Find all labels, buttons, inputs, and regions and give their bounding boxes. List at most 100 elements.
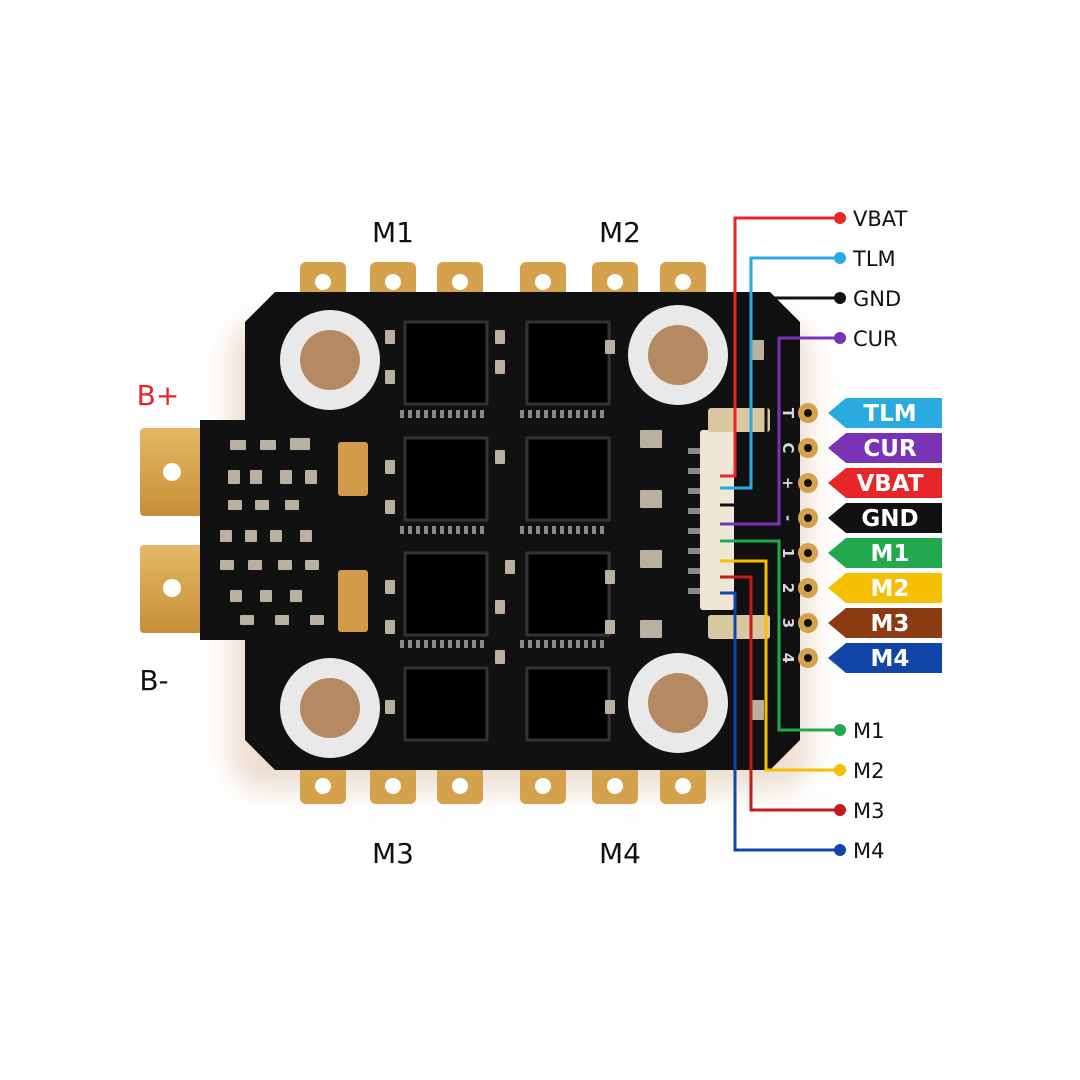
pad-tag-label-7: M4	[871, 646, 910, 672]
chip-pin	[432, 640, 436, 648]
jst-connector-latch-top	[708, 408, 770, 432]
pad-tag-1	[828, 433, 942, 463]
motor-pad-hole-bottom-1	[315, 778, 331, 794]
pin-dot-tlm	[834, 252, 846, 264]
chip-pin	[432, 410, 436, 418]
smd-part-25	[385, 330, 395, 344]
smd-part-26	[385, 370, 395, 384]
pad-tag-label-2: VBAT	[856, 471, 923, 497]
wire-m1	[720, 539, 840, 732]
chip-pin	[536, 410, 540, 418]
chip-pin	[448, 410, 452, 418]
signal-pad-silk-5: 1	[779, 548, 797, 558]
chip-pin	[568, 410, 572, 418]
battery-minus-hole	[163, 579, 181, 597]
signal-pad-hole-3	[804, 479, 812, 487]
signal-pad-silk-1: T	[779, 408, 797, 419]
smd-part-30	[385, 620, 395, 634]
pin-dot-gnd	[834, 292, 846, 304]
chip-pin	[480, 410, 484, 418]
pad-tag-label-5: M2	[871, 576, 910, 602]
chip-pin	[408, 410, 412, 418]
battery-minus-label: B-	[139, 664, 168, 697]
connector-pin	[688, 588, 702, 594]
motor-pad-hole-top-1	[315, 274, 331, 290]
pin-dot-m2	[834, 764, 846, 776]
chip-pin	[600, 640, 604, 648]
mosfet-chips	[403, 320, 611, 742]
motor-pad-hole-top-4	[535, 274, 551, 290]
chip-pin	[448, 526, 452, 534]
smd-part-10	[285, 500, 299, 510]
jst-connector-latch-bottom	[708, 615, 770, 639]
connector-pin	[688, 548, 702, 554]
chip-pin	[544, 410, 548, 418]
motor-label-top-left: M1	[372, 216, 414, 249]
chip-pin	[400, 526, 404, 534]
battery-plus-hole	[163, 463, 181, 481]
smd-part-28	[385, 500, 395, 514]
chip-pin	[584, 410, 588, 418]
smd-part-7	[305, 470, 317, 484]
chip-pin	[584, 640, 588, 648]
smd-part-6	[280, 470, 292, 484]
chip-pin	[464, 640, 468, 648]
smd-part-20	[260, 590, 272, 602]
chip-pin	[400, 410, 404, 418]
pin-dot-m3	[834, 804, 846, 816]
signal-pad-hole-4	[804, 514, 812, 522]
smd-part-14	[300, 530, 312, 542]
chip-pin	[456, 640, 460, 648]
chip-pin	[576, 526, 580, 534]
smd-part-8	[228, 500, 242, 510]
smd-part-43	[640, 490, 662, 508]
smd-part-2	[260, 440, 276, 450]
pad-tag-3	[828, 503, 942, 533]
battery-pads	[140, 428, 202, 633]
connector-pin	[688, 448, 702, 454]
pad-tag-label-1: CUR	[863, 436, 917, 462]
smd-components	[220, 330, 764, 720]
pcb-board	[200, 292, 800, 770]
chip-pin	[568, 526, 572, 534]
signal-pad-hole-8	[804, 654, 812, 662]
wire-m4	[720, 591, 840, 852]
battery-plus-label: B+	[137, 379, 180, 412]
chip-pin	[408, 526, 412, 534]
connector-pin	[688, 528, 702, 534]
motor-pad-hole-top-6	[675, 274, 691, 290]
smd-part-11	[220, 530, 232, 542]
smd-part-22	[240, 615, 254, 625]
chip-pin	[424, 410, 428, 418]
pin-dot-vbat	[834, 212, 846, 224]
pin-label-5: M2	[853, 759, 884, 783]
chip-pin	[600, 410, 604, 418]
signal-pad-hole-5	[804, 549, 812, 557]
signal-pad-hole-1	[804, 409, 812, 417]
mount-hole-top-right-inner	[648, 325, 708, 385]
chip-pin	[456, 410, 460, 418]
chip-4	[525, 436, 611, 522]
motor-pad-hole-bottom-5	[607, 778, 623, 794]
chip-pin	[576, 410, 580, 418]
chip-pin	[472, 410, 476, 418]
mount-hole-bottom-left-inner	[300, 678, 360, 738]
signal-pad-silk-4: -	[779, 515, 797, 521]
motor-pads-bottom	[300, 762, 706, 804]
chip-7	[403, 666, 489, 742]
signal-pad-hole-7	[804, 619, 812, 627]
chip-pin	[552, 526, 556, 534]
chip-pin	[552, 410, 556, 418]
motor-pad-hole-bottom-4	[535, 778, 551, 794]
wire-m2	[720, 559, 840, 772]
pin-dot-m4	[834, 844, 846, 856]
pad-tag-label-3: GND	[861, 506, 918, 532]
signal-pad-hole-2	[804, 444, 812, 452]
pin-dot-cur	[834, 332, 846, 344]
smd-part-42	[640, 430, 662, 448]
pad-tag-4	[828, 538, 942, 568]
mount-hole-top-left-inner	[300, 330, 360, 390]
